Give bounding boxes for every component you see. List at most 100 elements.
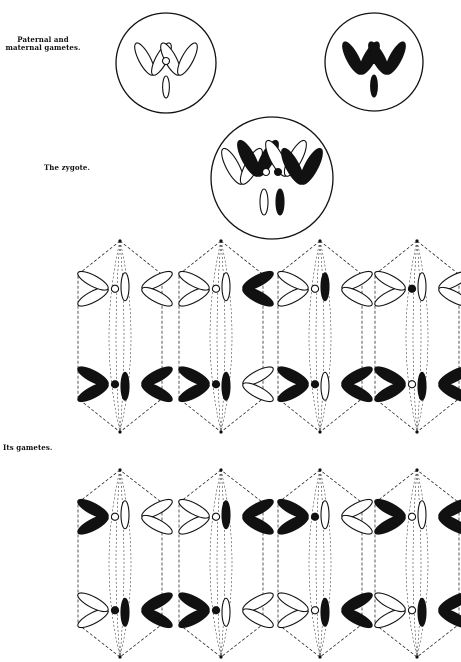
v-chromosome	[436, 363, 461, 405]
v-chromosome	[339, 268, 374, 310]
rod-chromosome	[418, 598, 426, 626]
spindle-fibre	[116, 241, 120, 432]
rod-chromosome	[418, 273, 426, 301]
spindle-fibre	[320, 241, 331, 432]
chromosome-arm	[139, 284, 174, 310]
centrosome-dot	[118, 468, 121, 471]
chromosome-arm	[275, 363, 310, 389]
v-chromosome	[240, 589, 275, 631]
spindle-outline	[375, 470, 459, 657]
spindle-figure	[275, 239, 374, 433]
spindle-figure	[372, 468, 461, 658]
spindle-fibre	[116, 470, 120, 657]
spindle-row-1	[75, 239, 461, 433]
chromosome-arm	[372, 496, 407, 522]
chromosome-arm	[176, 363, 211, 389]
v-chromosome	[139, 363, 174, 405]
dot-chromosome	[212, 607, 219, 614]
dot-chromosome	[263, 169, 270, 176]
chromosome-arm	[240, 512, 275, 538]
dot-chromosome	[111, 381, 118, 388]
chromosome-arm	[75, 496, 110, 522]
dot-chromosome	[275, 169, 282, 176]
v-chromosome	[372, 363, 407, 405]
spindle-fibre	[221, 241, 225, 432]
centrosome-dot	[318, 655, 321, 658]
rod-chromosome	[321, 598, 329, 626]
v-chromosome	[339, 589, 374, 631]
spindle-fibre	[320, 470, 331, 657]
spindle-fibre	[417, 241, 428, 432]
dot-chromosome	[212, 513, 219, 520]
rod-chromosome	[418, 501, 426, 529]
chromosome-arm	[174, 41, 201, 78]
rod-chromosome	[418, 372, 426, 400]
chromosome-arm	[275, 496, 310, 522]
zygote-layer	[211, 117, 333, 239]
spindle-fibre	[120, 470, 131, 657]
chromosome-arm	[176, 268, 211, 294]
spindle-fibre	[320, 470, 324, 657]
centrosome-dot	[415, 430, 418, 433]
dot-chromosome	[371, 57, 378, 64]
spindle-fibre	[120, 470, 124, 657]
v-chromosome	[372, 496, 407, 538]
spindle-fibre	[413, 470, 417, 657]
spindle-figure	[372, 239, 461, 433]
spindle-fibre	[320, 241, 324, 432]
dot-chromosome	[311, 607, 318, 614]
dot-chromosome	[311, 285, 318, 292]
gametes-layer	[116, 13, 423, 113]
v-chromosome	[372, 589, 407, 631]
spindle-fibre	[417, 241, 421, 432]
v-chromosome	[275, 268, 310, 310]
spindle-fibre	[120, 241, 131, 432]
dot-chromosome	[212, 285, 219, 292]
spindle-fibre	[417, 470, 428, 657]
rod-chromosome	[276, 189, 284, 215]
spindle-fibre	[120, 241, 124, 432]
v-chromosome	[176, 363, 211, 405]
v-chromosome	[176, 268, 211, 310]
chromosome-arm	[75, 268, 110, 294]
spindle-fibre	[217, 470, 221, 657]
chromosome-arm	[382, 40, 409, 77]
spindle-figure	[75, 468, 174, 658]
dot-chromosome	[408, 513, 415, 520]
chromosome-arm	[240, 379, 275, 405]
rod-chromosome	[371, 75, 378, 97]
spindle-fibre	[109, 241, 120, 432]
rod-chromosome	[222, 273, 230, 301]
chromosome-arm	[139, 605, 174, 631]
spindle-fibre	[217, 241, 221, 432]
spindle-fibre	[316, 241, 320, 432]
v-chromosome	[436, 589, 461, 631]
spindle-fibre	[221, 470, 225, 657]
v-chromosome	[139, 589, 174, 631]
spindle-outline	[78, 470, 162, 657]
chromosome-arm	[176, 589, 211, 615]
maternal-gamete	[325, 13, 423, 111]
chromosome-arm	[372, 268, 407, 294]
centrosome-dot	[219, 655, 222, 658]
paternal-gamete	[116, 13, 216, 113]
spindle-fibre	[316, 470, 320, 657]
dot-chromosome	[408, 285, 415, 292]
centrosome-dot	[318, 468, 321, 471]
rod-chromosome	[163, 76, 170, 98]
chromosome-arm	[139, 512, 174, 538]
v-chromosome	[176, 496, 211, 538]
v-chromosome	[240, 268, 275, 310]
chromosome-arm	[372, 363, 407, 389]
chromosome-arm	[176, 496, 211, 522]
v-chromosome	[75, 496, 110, 538]
centrosome-dot	[415, 655, 418, 658]
v-chromosome	[75, 589, 110, 631]
centrosome-dot	[219, 468, 222, 471]
v-chromosome	[436, 268, 461, 310]
spindle-figure	[176, 239, 275, 433]
spindle-outline	[78, 241, 162, 432]
v-chromosome	[275, 496, 310, 538]
spindle-fibre	[309, 470, 320, 657]
rod-chromosome	[222, 598, 230, 626]
